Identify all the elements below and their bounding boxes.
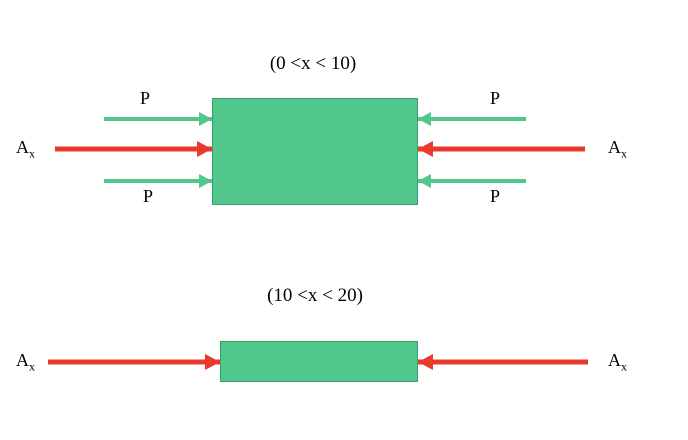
ax-label-left: Ax (16, 137, 35, 162)
arrow-shaft (418, 117, 526, 121)
ax-label-sub: x (621, 359, 627, 374)
arrow-head (199, 112, 212, 126)
p-label-right-bottom: P (489, 186, 500, 206)
p-arrow-right-top (418, 111, 526, 127)
p-arrow-left-bottom (104, 173, 212, 189)
ax-label-right: Ax (608, 137, 627, 162)
arrow-head (418, 354, 433, 370)
ax-arrow-left-segment2 (48, 354, 220, 370)
ax-label-main: A (608, 137, 621, 157)
arrow-shaft (418, 179, 526, 183)
arrow-shaft (55, 146, 212, 152)
p-arrow-right-bottom (418, 173, 526, 189)
ax-label-left-segment2: Ax (16, 350, 35, 375)
ax-arrow-right (418, 141, 585, 157)
segment1-body (212, 98, 418, 205)
ax-arrow-left (55, 141, 212, 157)
segment1-title: (0 <x < 10) (269, 53, 357, 74)
p-label-right-top: P (489, 88, 500, 108)
ax-label-sub: x (29, 359, 35, 374)
ax-label-right-segment2: Ax (608, 350, 627, 375)
ax-label-sub: x (29, 146, 35, 161)
segment2-title: (10 <x < 20) (267, 285, 363, 306)
arrow-shaft (104, 179, 212, 183)
ax-arrow-right-segment2 (418, 354, 588, 370)
p-label-left-top: P (139, 88, 150, 108)
arrow-head (418, 112, 431, 126)
segment2-body (220, 341, 418, 382)
arrow-head (199, 174, 212, 188)
ax-label-main: A (16, 137, 29, 157)
arrow-shaft (48, 359, 220, 365)
ax-label-main: A (608, 350, 621, 370)
arrow-head (418, 141, 433, 157)
p-label-left-bottom: P (142, 186, 153, 206)
arrow-shaft (418, 146, 585, 152)
arrow-shaft (418, 359, 588, 365)
ax-label-main: A (16, 350, 29, 370)
arrow-head (205, 354, 220, 370)
p-arrow-left-top (104, 111, 212, 127)
arrow-head (418, 174, 431, 188)
arrow-head (197, 141, 212, 157)
ax-label-sub: x (621, 146, 627, 161)
arrow-shaft (104, 117, 212, 121)
